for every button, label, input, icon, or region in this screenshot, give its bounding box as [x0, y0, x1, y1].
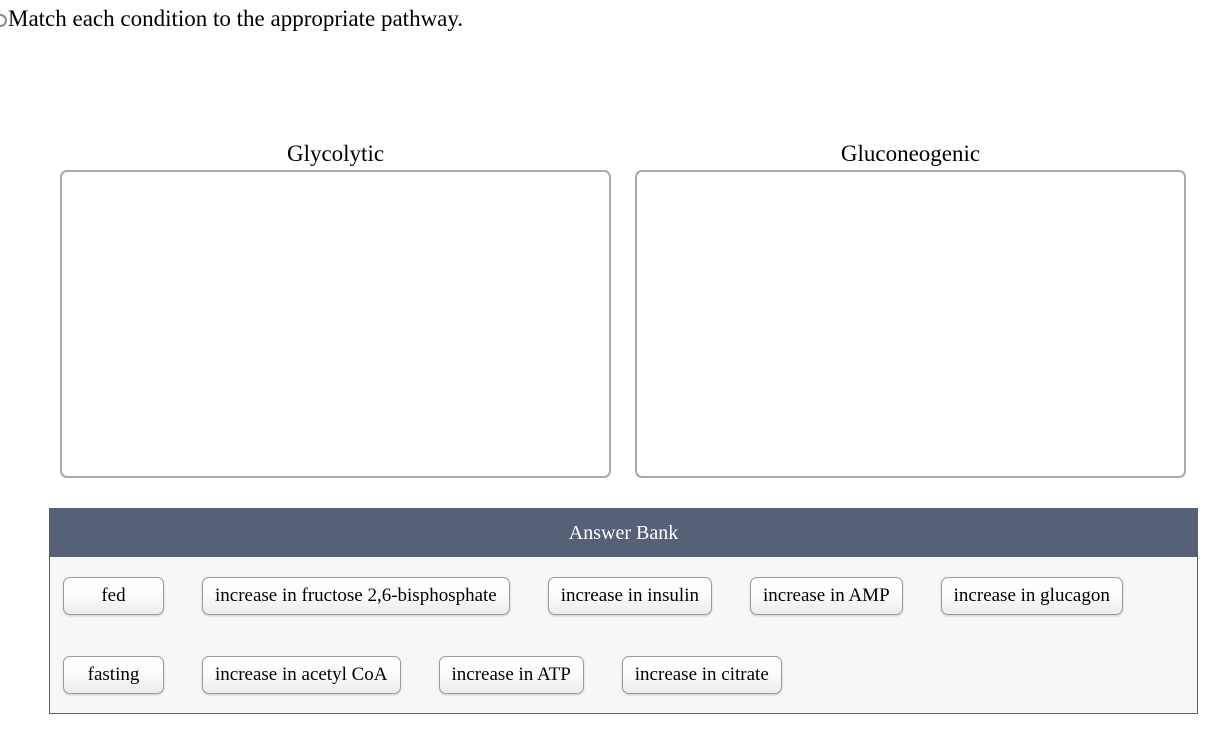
answer-bank-header: Answer Bank — [50, 509, 1197, 557]
page-title: Match each condition to the appropriate … — [8, 6, 464, 31]
answer-bank-item[interactable]: increase in ATP — [438, 656, 584, 694]
bin-gluconeogenic: Gluconeogenic — [635, 138, 1186, 478]
answer-bank-row: fasting increase in acetyl CoA increase in… — [63, 656, 1184, 694]
dropzone-gluconeogenic[interactable] — [635, 170, 1186, 478]
partial-circle-icon — [0, 14, 7, 27]
dropzone-glycolytic[interactable] — [60, 170, 611, 478]
bin-glycolytic: Glycolytic — [60, 138, 611, 478]
answer-bank-item[interactable]: fed — [63, 577, 164, 615]
answer-bank-body: fed increase in fructose 2,6-bisphosphate… — [50, 557, 1197, 713]
bin-label-glycolytic: Glycolytic — [286, 141, 385, 166]
answer-bank-item[interactable]: fasting — [63, 656, 164, 694]
answer-bank-row: fed increase in fructose 2,6-bisphosphate… — [63, 577, 1184, 615]
answer-bank-item[interactable]: increase in acetyl CoA — [202, 656, 401, 694]
answer-bank-item[interactable]: increase in insulin — [547, 577, 712, 615]
answer-bank-item[interactable]: increase in AMP — [750, 577, 903, 615]
bin-label-gluconeogenic: Gluconeogenic — [840, 141, 981, 166]
answer-bank-item[interactable]: increase in glucagon — [940, 577, 1123, 615]
answer-bank-item[interactable]: increase in fructose 2,6-bisphosphate — [202, 577, 510, 615]
answer-bank: Answer Bank fed increase in fructose 2,6-… — [49, 508, 1198, 714]
answer-bank-item[interactable]: increase in citrate — [621, 656, 782, 694]
matching-bins: Glycolytic Gluconeogenic — [60, 138, 1186, 478]
